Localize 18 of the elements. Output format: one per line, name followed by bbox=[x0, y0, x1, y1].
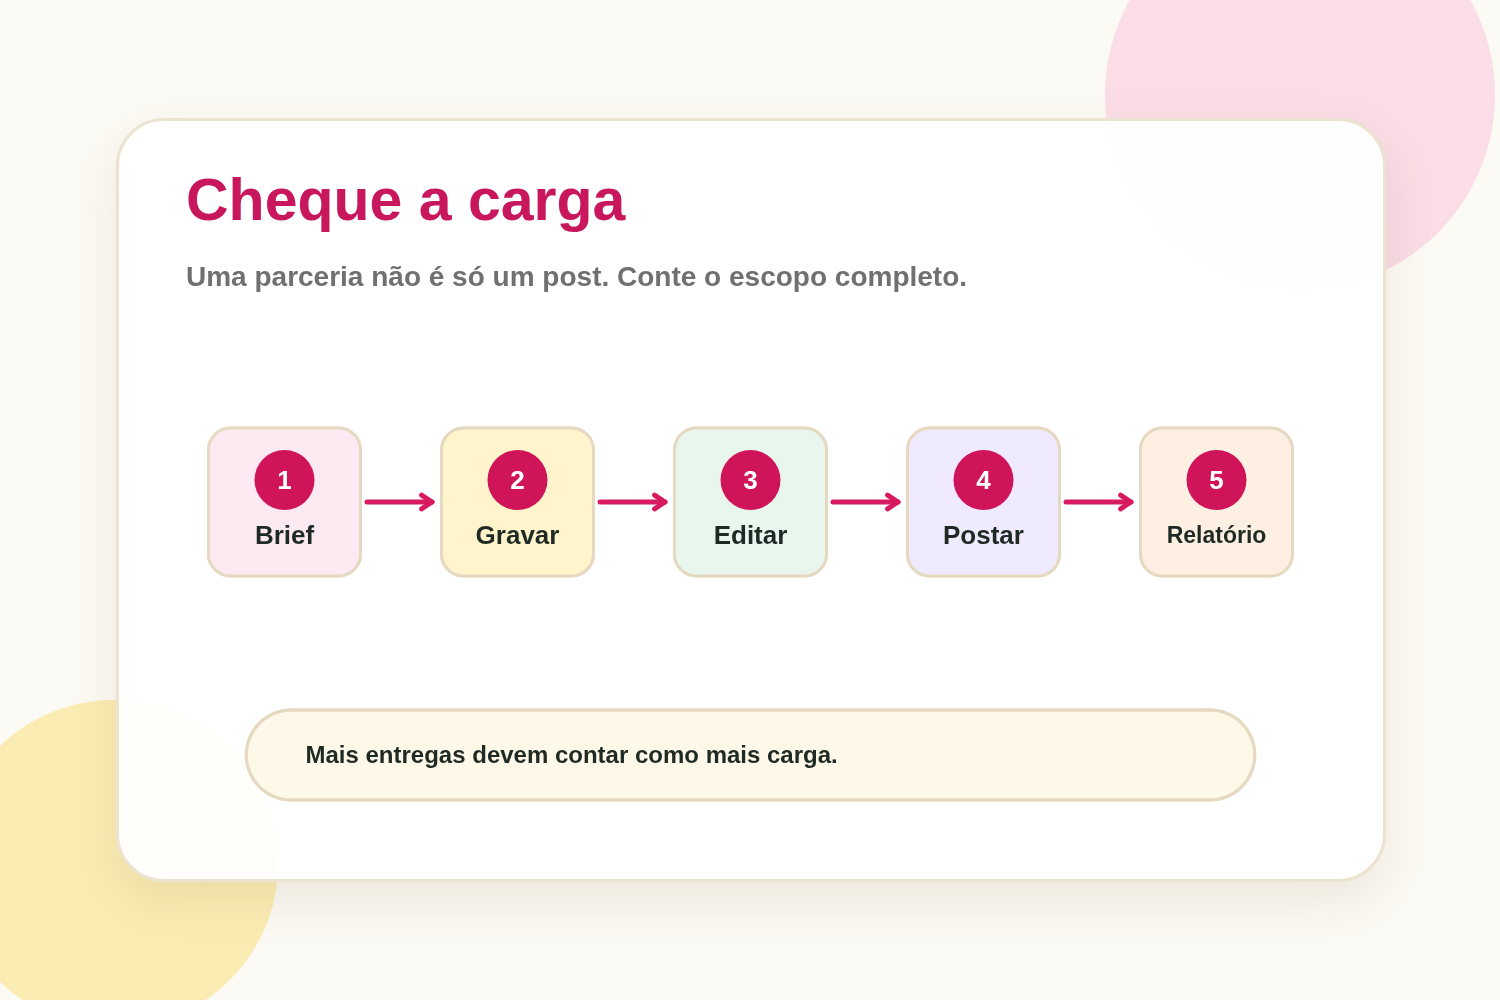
arrow bbox=[1063, 492, 1133, 512]
arrow bbox=[830, 492, 900, 512]
step-label: Relatório bbox=[1165, 521, 1267, 550]
step-label: Editar bbox=[712, 519, 788, 552]
step-box bbox=[1138, 426, 1294, 578]
step-box bbox=[206, 426, 362, 578]
subtitle: Uma parceria não é só um post. Conte o escopo completo. bbox=[186, 260, 968, 294]
arrow bbox=[597, 492, 667, 512]
step-box bbox=[439, 426, 595, 578]
arrow bbox=[364, 492, 434, 512]
step-label: Brief bbox=[253, 519, 316, 552]
step-label: Postar bbox=[941, 519, 1025, 552]
note-text: Mais entregas devem contar como mais carga. bbox=[304, 740, 839, 770]
title: Cheque a carga bbox=[186, 166, 626, 235]
note-pill bbox=[244, 708, 1256, 802]
step-box bbox=[905, 426, 1061, 578]
step-box bbox=[672, 426, 828, 578]
step-label: Gravar bbox=[474, 519, 560, 552]
